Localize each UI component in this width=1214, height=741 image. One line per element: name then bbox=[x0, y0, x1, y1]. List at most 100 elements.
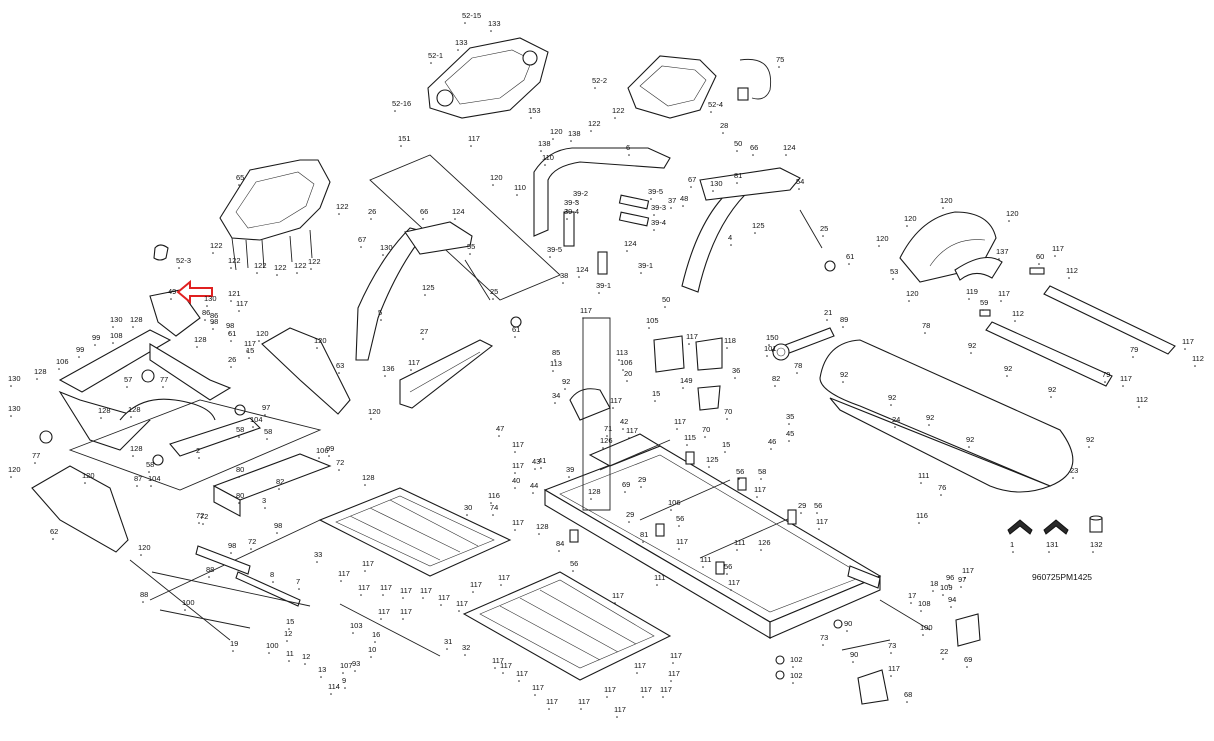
part-label: 61 bbox=[228, 329, 236, 338]
leader-dot bbox=[276, 274, 278, 276]
part-label: 92 bbox=[1048, 385, 1056, 394]
leader-dot bbox=[774, 385, 776, 387]
part-label: 106 bbox=[56, 357, 69, 366]
leader-dot bbox=[606, 435, 608, 437]
leader-dot bbox=[676, 428, 678, 430]
part-label: 86 bbox=[202, 308, 210, 317]
part-label: 39-5 bbox=[648, 187, 663, 196]
part-label: 117 bbox=[1052, 244, 1064, 253]
part-label: 104 bbox=[250, 415, 263, 424]
leader-dot bbox=[572, 570, 574, 572]
part-label: 117 bbox=[546, 697, 558, 706]
part-label: 92 bbox=[1086, 435, 1094, 444]
leader-dot bbox=[890, 675, 892, 677]
leader-dot bbox=[36, 378, 38, 380]
leader-dot bbox=[688, 343, 690, 345]
leader-dot bbox=[1012, 551, 1014, 553]
part-label: 42 bbox=[620, 417, 628, 426]
part-label: 55 bbox=[467, 242, 475, 251]
part-label: 138 bbox=[568, 129, 581, 138]
leader-dot bbox=[785, 154, 787, 156]
leader-dot bbox=[94, 344, 96, 346]
leader-dot bbox=[682, 205, 684, 207]
leader-dot bbox=[540, 467, 542, 469]
part-label: 125 bbox=[706, 455, 719, 464]
leader-dot bbox=[1048, 551, 1050, 553]
part-label: 79 bbox=[1102, 370, 1110, 379]
leader-dot bbox=[580, 708, 582, 710]
part-label: 113 bbox=[616, 348, 628, 357]
leader-dot bbox=[470, 145, 472, 147]
front-base bbox=[31, 289, 441, 657]
leader-dot bbox=[10, 415, 12, 417]
part-label: 5 bbox=[378, 308, 382, 317]
leader-dot bbox=[1184, 348, 1186, 350]
leader-dot bbox=[892, 278, 894, 280]
part-label: 117 bbox=[408, 358, 420, 367]
part-label: 58 bbox=[758, 467, 766, 476]
part-label: 149 bbox=[680, 376, 693, 385]
part-label: 128 bbox=[588, 487, 601, 496]
leader-dot bbox=[662, 696, 664, 698]
leader-dot bbox=[212, 328, 214, 330]
leader-dot bbox=[170, 298, 172, 300]
leader-dot bbox=[948, 584, 950, 586]
leader-dot bbox=[906, 225, 908, 227]
leader-dot bbox=[518, 680, 520, 682]
leader-dot bbox=[212, 322, 214, 324]
part-label: 108 bbox=[918, 599, 931, 608]
leader-dot bbox=[932, 590, 934, 592]
leader-dot bbox=[112, 326, 114, 328]
leader-dot bbox=[472, 591, 474, 593]
leader-dot bbox=[920, 610, 922, 612]
highlight-arrow bbox=[176, 279, 213, 305]
part-label: 61 bbox=[512, 325, 520, 334]
part-label: 87 bbox=[134, 474, 142, 483]
part-label: 124 bbox=[624, 239, 637, 248]
leader-dot bbox=[796, 372, 798, 374]
part-label: 90 bbox=[844, 619, 852, 628]
leader-dot bbox=[778, 66, 780, 68]
leader-dot bbox=[549, 256, 551, 258]
part-label: 38 bbox=[560, 271, 568, 280]
leader-dot bbox=[690, 186, 692, 188]
part-label: 77 bbox=[32, 451, 40, 460]
leader-dot bbox=[344, 687, 346, 689]
part-label: 117 bbox=[498, 573, 510, 582]
part-label: 16 bbox=[372, 630, 380, 639]
leader-dot bbox=[612, 407, 614, 409]
leader-dot bbox=[940, 494, 942, 496]
leader-dot bbox=[10, 476, 12, 478]
part-label: 74 bbox=[490, 503, 498, 512]
part-label: 99 bbox=[76, 345, 84, 354]
leader-dot bbox=[516, 194, 518, 196]
leader-dot bbox=[642, 541, 644, 543]
part-label: 117 bbox=[358, 583, 370, 592]
leader-dot bbox=[1072, 477, 1074, 479]
part-label: 39 bbox=[566, 465, 574, 474]
part-label: 98 bbox=[228, 541, 236, 550]
part-label: 120 bbox=[138, 543, 151, 552]
part-label: 120 bbox=[550, 127, 563, 136]
leader-dot bbox=[822, 235, 824, 237]
part-label: 59 bbox=[980, 298, 988, 307]
leader-dot bbox=[178, 267, 180, 269]
leader-dot bbox=[238, 476, 240, 478]
part-label: 120 bbox=[940, 196, 953, 205]
leader-dot bbox=[918, 522, 920, 524]
leader-dot bbox=[498, 435, 500, 437]
leader-dot bbox=[402, 597, 404, 599]
part-label: 117 bbox=[532, 683, 544, 692]
leader-dot bbox=[410, 369, 412, 371]
leader-dot bbox=[842, 326, 844, 328]
part-label: 25 bbox=[820, 224, 828, 233]
part-label: 117 bbox=[580, 306, 592, 315]
leader-dot bbox=[206, 305, 208, 307]
leader-dot bbox=[566, 218, 568, 220]
leader-dot bbox=[440, 604, 442, 606]
part-label: 117 bbox=[512, 518, 524, 527]
part-label: 128 bbox=[536, 522, 549, 531]
part-label: 93 bbox=[352, 659, 360, 668]
part-label: 24 bbox=[892, 415, 900, 424]
leader-dot bbox=[454, 218, 456, 220]
